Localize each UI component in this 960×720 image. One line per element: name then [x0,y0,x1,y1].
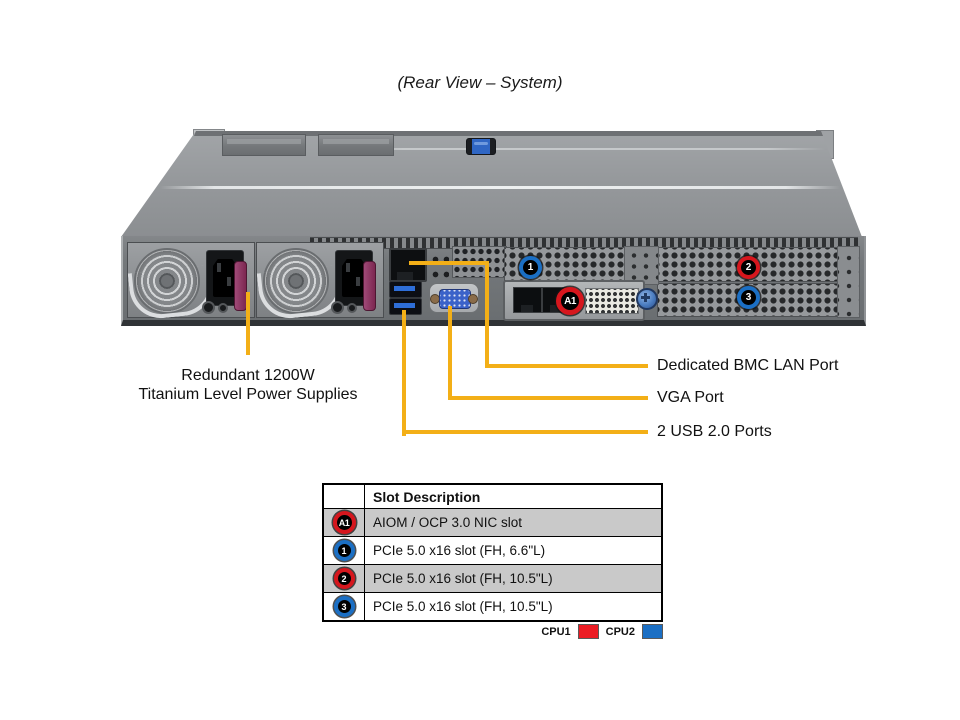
callout-line-usb [402,430,648,434]
psu-status-led [347,303,357,313]
badge-slot-1: 1 [333,540,355,561]
psu-fan-hub [288,273,304,289]
legend-cpu2-label: CPU2 [605,625,635,638]
badge-aiom: A1 [556,287,584,315]
callout-line-bmc [409,261,489,265]
psu-fan-grille [263,248,329,314]
badge-slot-3: 3 [737,286,760,309]
power-supply-1 [127,242,255,322]
psu-release-lever [363,261,376,311]
callout-line-bmc [485,364,648,368]
usb-port-1 [389,281,422,298]
slot-description-table: Slot Description A1 AIOM / OCP 3.0 NIC s… [322,483,663,622]
badge-aiom: A1 [332,511,356,534]
table-header: Slot Description [364,483,663,509]
psu-fan-hub [159,273,175,289]
badge-slot-3: 3 [333,596,355,617]
cover-seam-line [345,148,825,150]
callout-line-bmc [485,261,489,368]
legend-cpu1-swatch [577,624,599,639]
thumbscrew [636,288,658,310]
slot-divider [624,246,659,285]
slot-description: PCIe 5.0 x16 slot (FH, 6.6"L) [364,536,663,565]
table-row: 1 PCIe 5.0 x16 slot (FH, 6.6"L) [322,536,663,565]
cover-release-latch [466,138,496,155]
aiom-lan-port-1 [513,287,542,313]
legend-cpu1-label: CPU1 [541,625,571,638]
table-row: A1 AIOM / OCP 3.0 NIC slot [322,508,663,537]
chassis-sticker-label [318,134,394,156]
bmc-lan-port [389,248,427,282]
cover-seam-line [160,186,840,189]
callout-line-vga [448,396,648,400]
badge-slot-2: 2 [737,256,760,279]
aiom-vent-bracket [585,288,639,314]
table-row: 3 PCIe 5.0 x16 slot (FH, 10.5"L) [322,592,663,622]
slot-right-edge [837,246,860,318]
chassis-top-edge [194,131,823,136]
callout-line-vga [448,306,452,400]
callout-label-vga: VGA Port [657,389,724,406]
callout-line-usb [402,310,406,436]
callout-label-usb: 2 USB 2.0 Ports [657,423,772,440]
chassis-sticker-label [222,134,306,156]
vga-port [429,283,479,313]
psu-status-led [218,303,228,313]
slot-description: PCIe 5.0 x16 slot (FH, 10.5"L) [364,592,663,622]
slot-description: AIOM / OCP 3.0 NIC slot [364,508,663,537]
callout-line-psu [246,292,250,355]
legend-cpu2-swatch [642,624,663,639]
callout-label-psu: Redundant 1200W Titanium Level Power Sup… [138,367,358,403]
cpu-legend: CPU1 CPU2 [322,624,663,639]
psu-wire-handle [256,264,346,322]
table-header-row: Slot Description [322,483,663,509]
power-supply-2 [256,242,384,322]
badge-slot-1: 1 [519,256,542,279]
psu-latch-button [202,301,215,314]
badge-slot-2: 2 [333,568,355,589]
psu-latch-button [331,301,344,314]
callout-label-bmc: Dedicated BMC LAN Port [657,357,839,374]
psu-release-lever [234,261,247,311]
figure-title: (Rear View – System) [397,73,563,92]
vga-connector [439,289,471,309]
vga-screw [468,294,478,304]
psu-wire-handle [127,264,217,322]
table-row: 2 PCIe 5.0 x16 slot (FH, 10.5"L) [322,564,663,593]
slot-description: PCIe 5.0 x16 slot (FH, 10.5"L) [364,564,663,593]
